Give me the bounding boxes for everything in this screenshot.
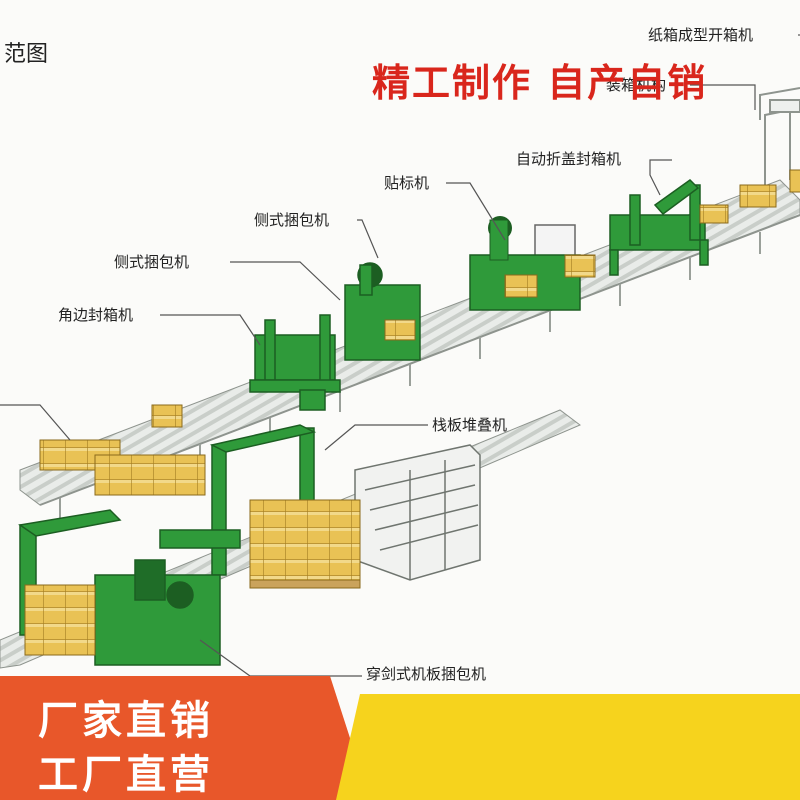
label-pallet-stacker: 栈板堆叠机 (432, 416, 508, 434)
banner-left-panel: 厂家直销 工厂直营 (0, 676, 370, 800)
label-labeling: 贴标机 (384, 174, 430, 192)
label-corner-sealing: 角边封箱机 (58, 306, 134, 324)
palletized-stack-center (249, 499, 361, 589)
case-packing-frame (759, 87, 800, 190)
labeling-machine (469, 216, 581, 311)
pallet-stacker-frame (159, 424, 317, 579)
banner-line-2: 工厂直营 (38, 752, 214, 798)
lance-strapping-machine (18, 509, 221, 666)
palletized-stack-left (24, 584, 96, 656)
label-auto-fold-seal: 自动折盖封箱机 (516, 150, 622, 168)
pallet-stacker-rack (354, 444, 481, 581)
carton (384, 319, 416, 341)
carton-group-left (39, 439, 206, 496)
label-side-strapping-2: 侧式捆包机 (114, 253, 190, 271)
auto-fold-seal-machine (609, 179, 709, 276)
side-strapping-machine-1 (344, 262, 421, 361)
carton (699, 204, 729, 224)
banner-right-panel (336, 694, 800, 800)
corner-sealing-machine (249, 314, 341, 411)
label-side-strapping-1: 侧式捆包机 (254, 211, 330, 229)
promo-banner: 厂家直销 工厂直营 (0, 676, 800, 800)
label-case-packing: 装箱机构 (606, 76, 667, 94)
page-title: 范图 (4, 42, 49, 67)
banner-slogan: 精工制作 自产自销 (372, 61, 708, 105)
carton-group-top-right (739, 169, 800, 208)
carton (151, 404, 183, 428)
banner-line-1: 厂家直销 (38, 698, 214, 744)
label-lance-strapping: 穿剑式机板捆包机 (366, 665, 487, 683)
carton-group-labeling (504, 254, 596, 298)
label-carton-forming: 纸箱成型开箱机 (648, 26, 754, 44)
